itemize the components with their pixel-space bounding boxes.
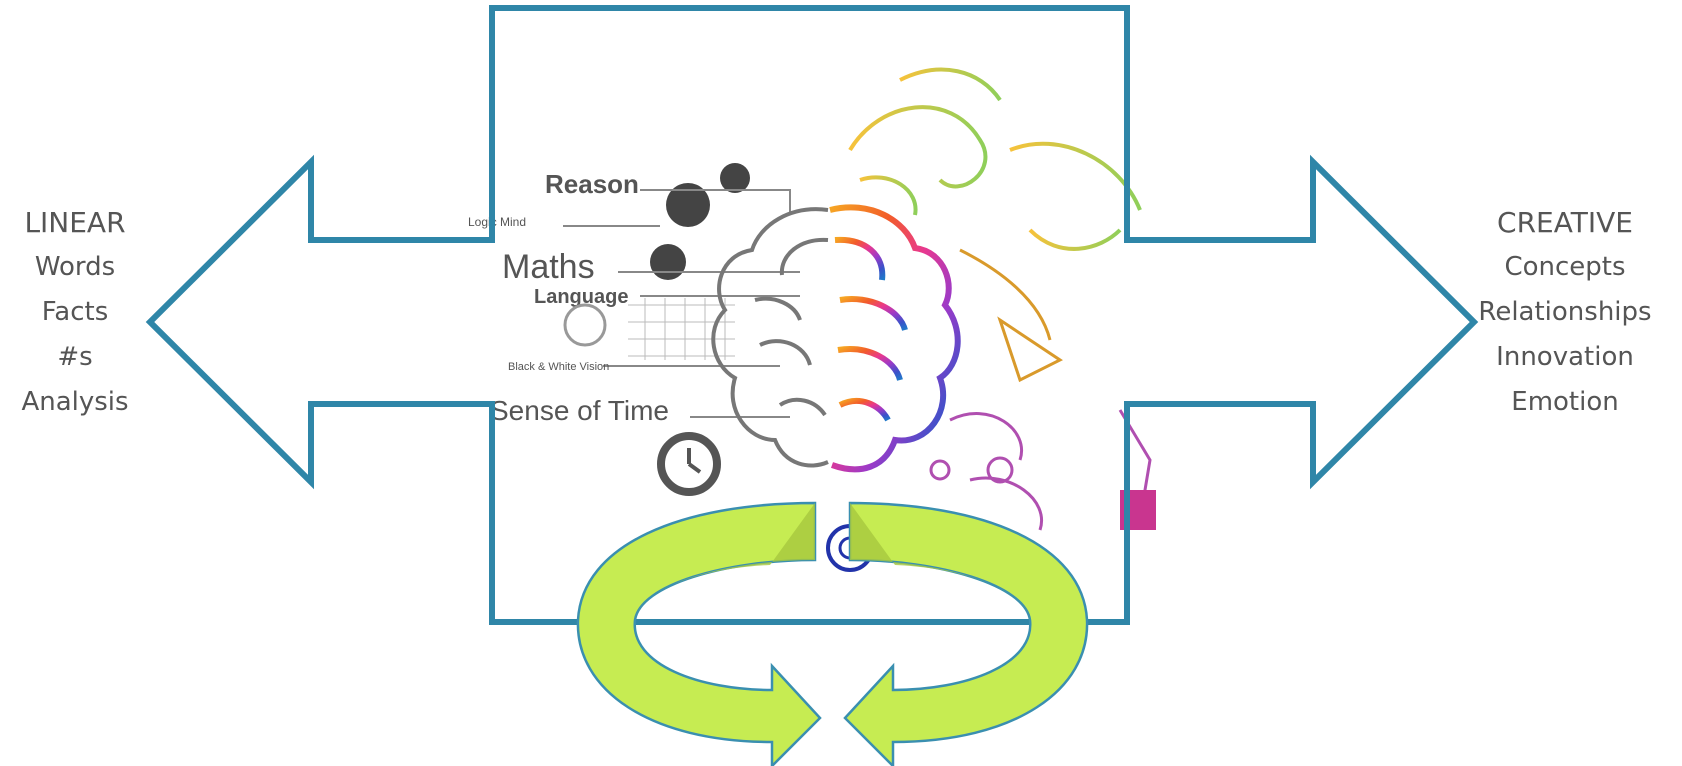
left-brain-illustration: Reason Logic Mind Maths Language Black &… xyxy=(468,163,829,496)
left-item: Words xyxy=(34,252,116,282)
right-item: Concepts xyxy=(1504,252,1626,282)
gear-icon xyxy=(650,163,750,280)
svg-text:Black & White Vision: Black & White Vision xyxy=(508,361,609,373)
cycle-arrows xyxy=(576,501,1089,766)
linear-heading: LINEAR xyxy=(24,206,126,239)
creative-heading: CREATIVE xyxy=(1497,206,1633,239)
right-label-group: CREATIVE Concepts Relationships Innovati… xyxy=(1455,200,1675,425)
svg-text:Logic Mind: Logic Mind xyxy=(468,215,526,229)
double-headed-arrow-frame xyxy=(145,5,1479,625)
left-label-group: LINEAR Words Facts #s Analysis xyxy=(0,200,150,425)
right-brain-illustration xyxy=(826,67,1156,572)
clock-icon xyxy=(563,303,607,347)
svg-text:Language: Language xyxy=(534,286,628,308)
left-item: #s xyxy=(57,342,93,372)
svg-text:Reason: Reason xyxy=(545,169,639,199)
right-item: Innovation xyxy=(1496,342,1634,372)
right-item: Emotion xyxy=(1511,387,1619,417)
right-item: Relationships xyxy=(1478,297,1652,327)
svg-text:Maths: Maths xyxy=(502,248,595,286)
right-curved-arrow xyxy=(843,501,1089,766)
brain-illustration: Reason Logic Mind Maths Language Black &… xyxy=(468,67,1156,572)
svg-text:Sense of Time: Sense of Time xyxy=(490,395,669,426)
left-item: Analysis xyxy=(21,387,129,417)
left-item: Facts xyxy=(41,297,109,327)
left-curved-arrow xyxy=(576,501,822,766)
